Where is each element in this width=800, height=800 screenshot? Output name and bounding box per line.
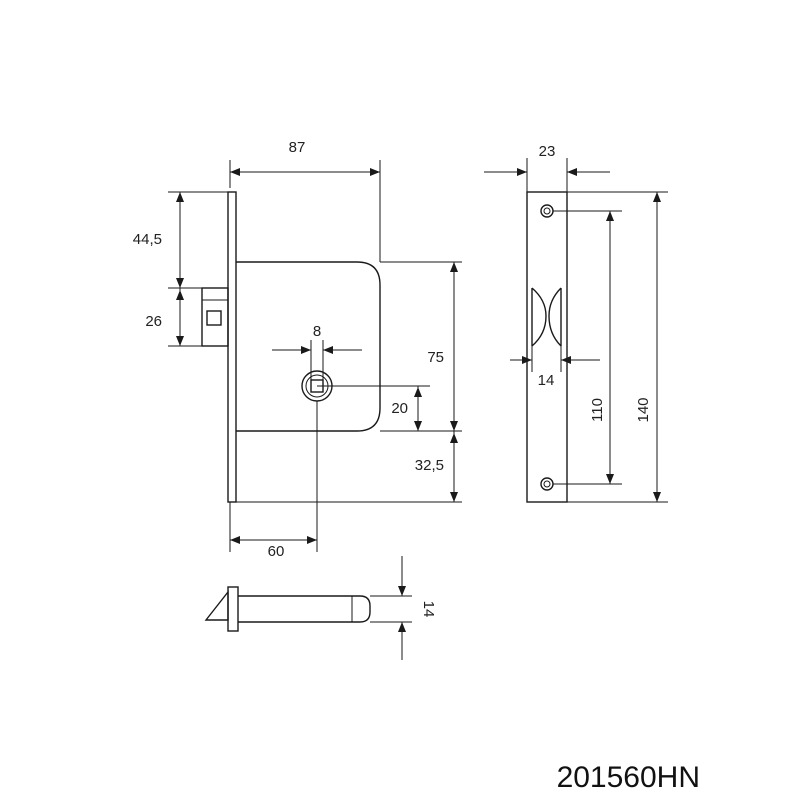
dim-case-width: 87 (289, 139, 306, 156)
dim-faceplate-height: 140 (635, 397, 652, 422)
forend-plate (227, 191, 237, 503)
latch-bevel (204, 589, 229, 621)
dim-top-to-case: 44,5 (133, 231, 162, 248)
dim-backset: 60 (268, 543, 285, 560)
latch-bolt-body (238, 595, 371, 623)
dim-screw-spacing: 110 (589, 398, 606, 422)
lock-body-front-view (201, 191, 381, 503)
faceplate (526, 191, 568, 503)
latch-bolt-top-view: 14 (204, 556, 437, 660)
dim-faceplate-width: 23 (539, 143, 556, 160)
lock-case-outline (236, 261, 381, 432)
latch-bolt (201, 287, 229, 347)
screw-hole-top (540, 204, 554, 218)
dim-latch-bolt-thickness: 14 (420, 601, 437, 618)
latch-opening (531, 287, 562, 347)
front-view-dimensions: 87 44,5 26 8 75 20 (133, 139, 462, 560)
dim-case-height: 75 (427, 349, 444, 366)
side-view-dimensions: 23 14 110 140 (484, 143, 668, 503)
dim-latch-height: 26 (145, 313, 162, 330)
screw-hole-bottom (540, 477, 554, 491)
latch-plate-section (227, 586, 239, 632)
dim-spindle-to-case-bottom: 20 (391, 400, 408, 417)
dim-spindle-square: 8 (313, 323, 321, 340)
dim-latch-slot: 14 (538, 372, 555, 389)
dim-case-bottom-to-plate: 32,5 (415, 457, 444, 474)
latch-slot (206, 310, 222, 326)
product-code: 201560HN (557, 761, 700, 794)
